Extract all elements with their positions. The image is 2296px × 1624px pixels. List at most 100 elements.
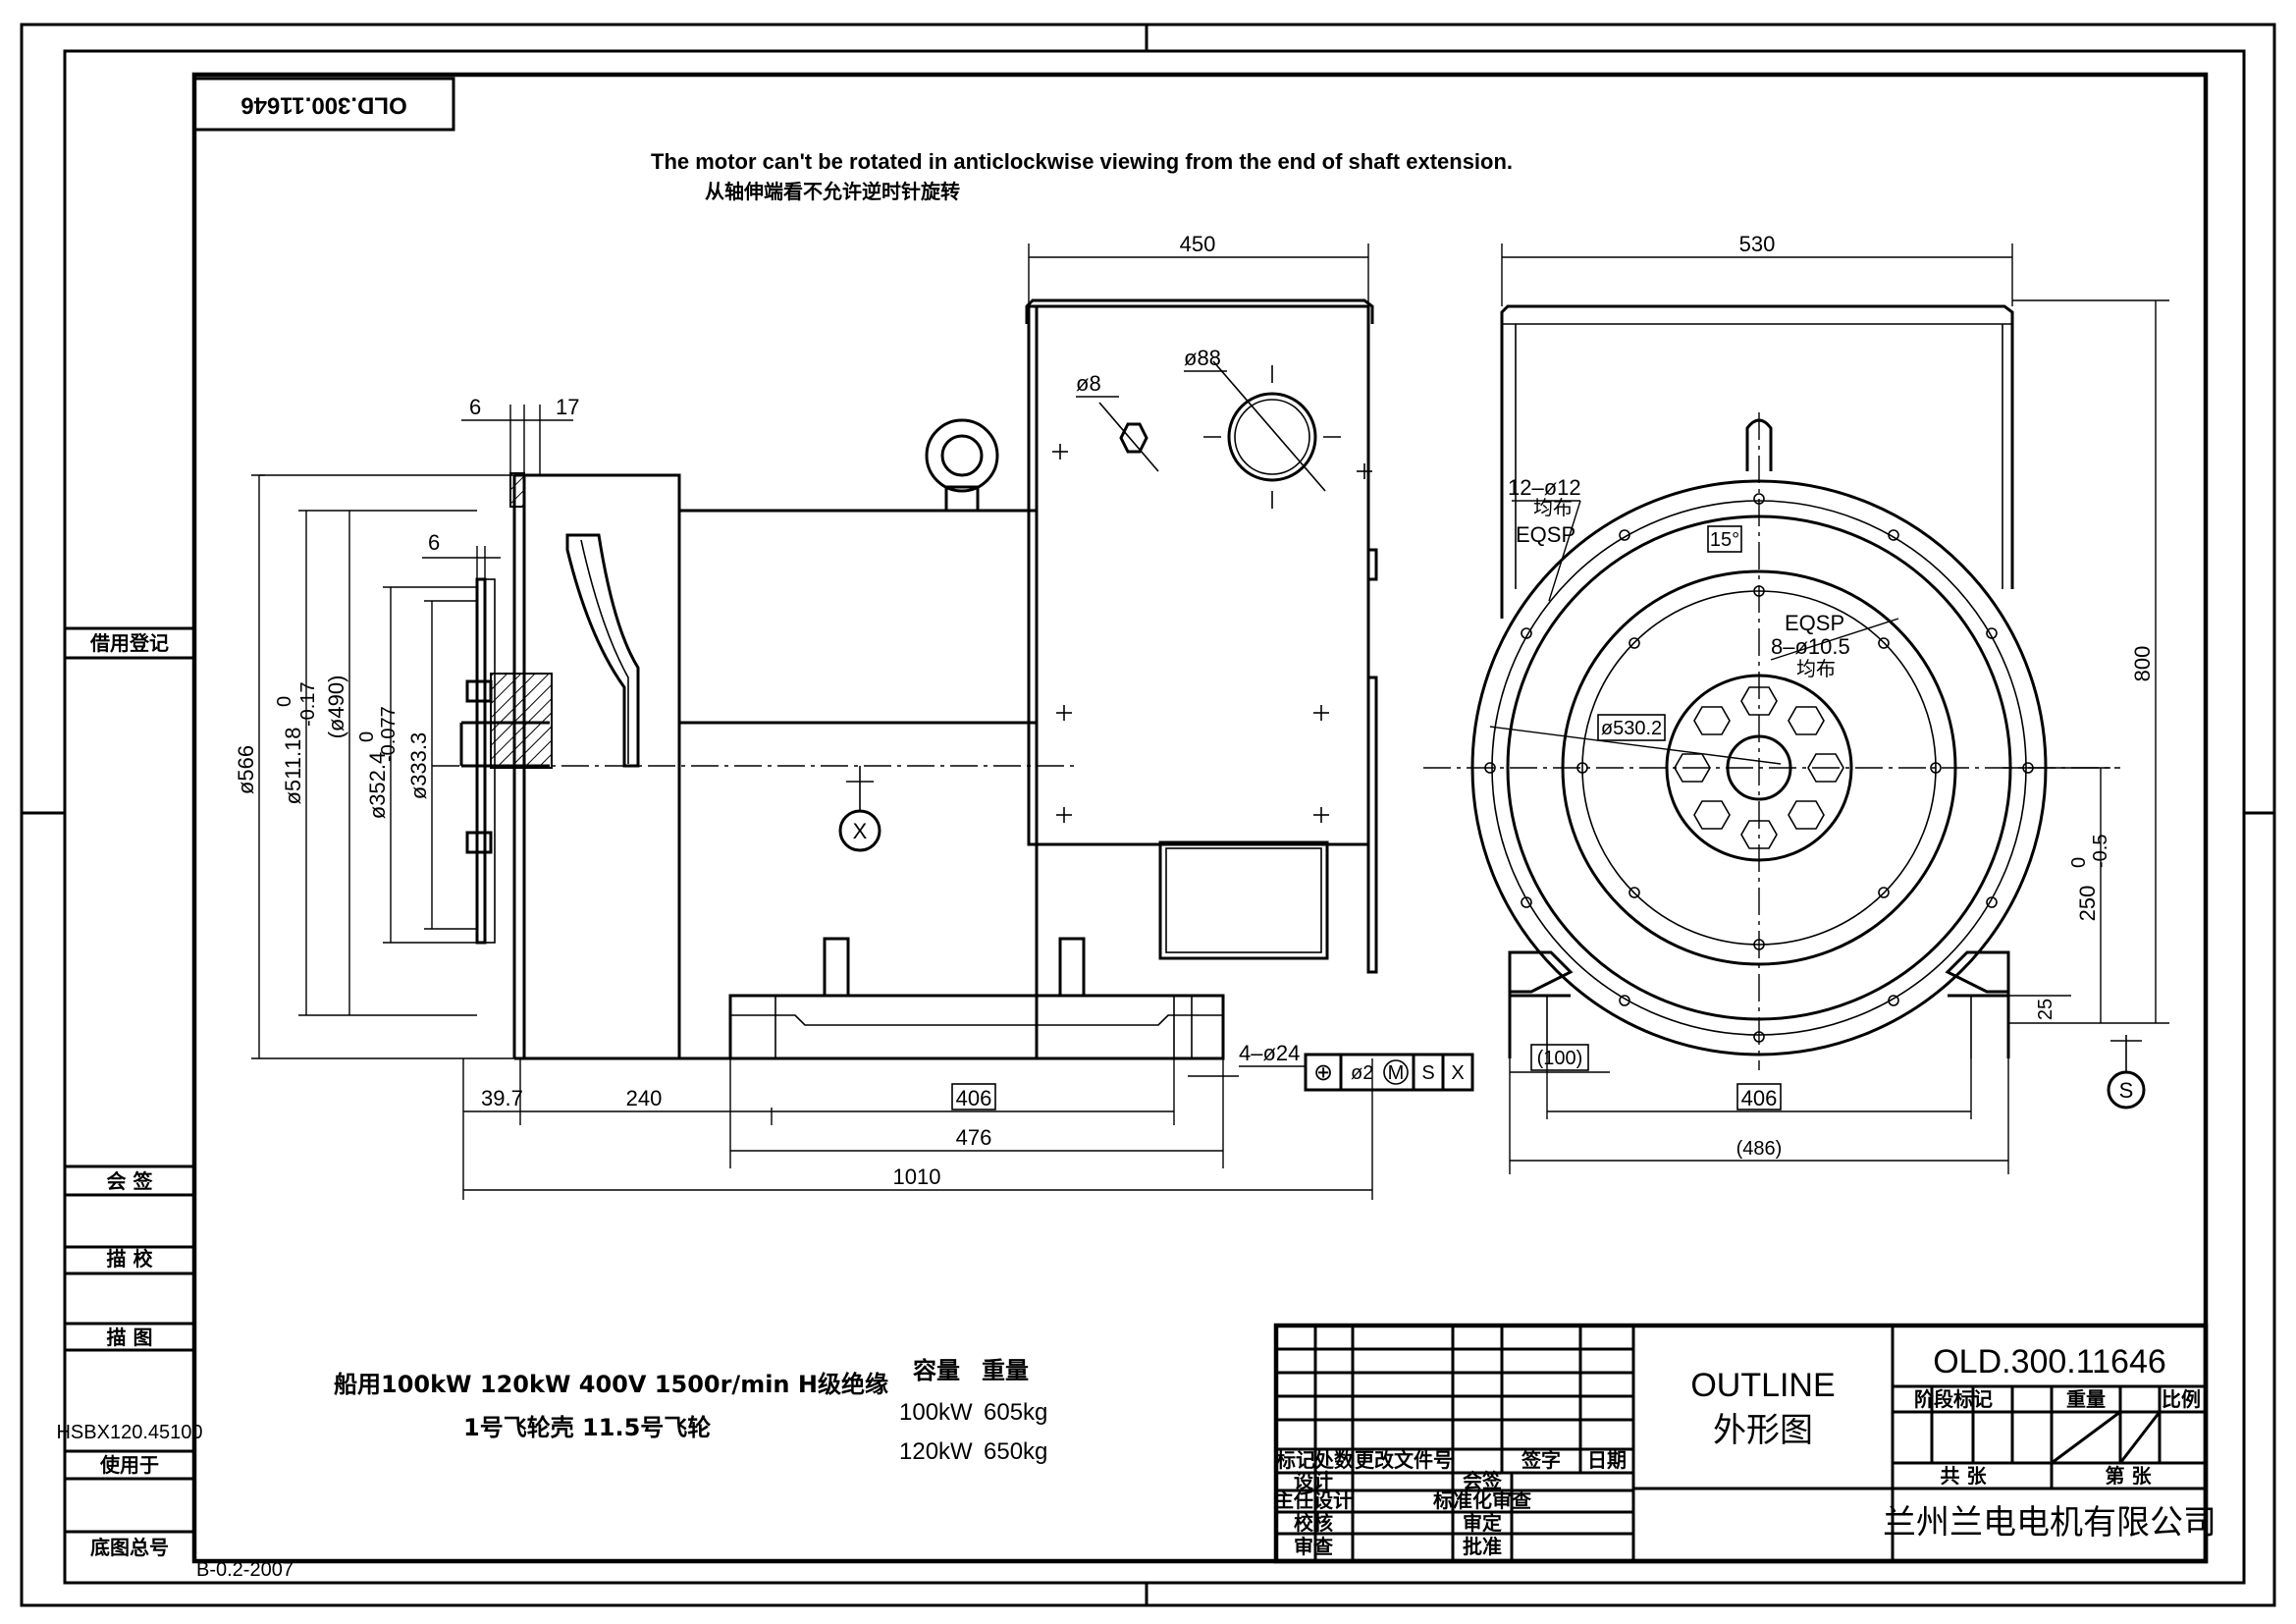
dim-450: 450 [1180,232,1216,256]
tol-phi2: ø2 [1351,1062,1373,1084]
rev-header-sign: 签字 [1521,1448,1561,1472]
label-miaojiao: 描 校 [107,1247,154,1271]
dim-352-tol-up: 0 [356,731,378,742]
dim-511: ø511.18 [281,727,305,804]
sign-row-countersign: 会签 [1463,1469,1503,1492]
title-block: 标记 处数 更改文件号 签字 日期 设计 主任设计 校核 审查 会签 标准化审查… [1273,1323,2216,1564]
title-cn: 外形图 [1713,1411,1813,1450]
base-foot [728,994,1225,1060]
dim-511-tol-dn: -0.17 [297,681,319,727]
dim-6-top: 6 [469,395,481,419]
dim-486: (486) [1736,1138,1783,1160]
rev-header-mark: 标记 [1276,1448,1315,1472]
dim-25: 25 [2035,999,2056,1020]
sheet-border [20,23,2276,1607]
dim-566: ø566 [234,745,258,794]
dim-352-tol-dn: -0.077 [378,706,400,762]
title-drawing-number: OLD.300.11646 [1933,1343,2166,1380]
standard-code: B-0.2-2007 [196,1559,294,1581]
dim-100: (100) [1537,1048,1583,1069]
weight-header-weight: 重量 [982,1357,1029,1384]
title-en: OUTLINE [1690,1367,1835,1404]
dim-phi8: ø8 [1076,371,1101,396]
datum-x-label: X [853,819,868,843]
dim-eqsp-1: EQSP [1516,522,1575,547]
dim-333: ø333.3 [406,732,431,800]
rotation-note-en: The motor can't be rotated in anticlockw… [651,149,1513,174]
label-jieyong: 借用登记 [89,631,169,655]
stage-header-weight: 重量 [2066,1387,2106,1411]
sheet-number: 第 张 [2106,1464,2153,1488]
label-ditu: 底图总号 [90,1536,169,1559]
sign-row-approve: 审定 [1463,1511,1502,1535]
dim-1010: 1010 [893,1164,941,1189]
rotation-note-cn: 从轴伸端看不允许逆时针旋转 [705,180,960,203]
side-view: X [432,298,1378,1060]
label-shiyongyu: 使用于 [99,1453,159,1477]
dim-12-phi12: 12–ø12 [1508,475,1581,500]
rev-header-count: 处数 [1313,1448,1355,1472]
dim-530: 530 [1739,232,1776,256]
label-miaotu: 描 图 [107,1326,153,1349]
sign-row-check: 校核 [1294,1511,1333,1535]
dim-39-7: 39.7 [481,1086,523,1110]
dim-240: 240 [626,1086,663,1110]
dim-8-note: 均布 [1796,657,1836,680]
dim-eqsp-2: EQSP [1785,611,1844,635]
weight-row-2-weight: 650kg [984,1438,1047,1465]
sheet-total: 共 张 [1941,1464,1988,1488]
dim-352: ø352.4 [365,752,390,820]
weight-header-capacity: 容量 [913,1357,960,1384]
end-view: S [1423,304,2146,1110]
stage-header-mark: 阶段标记 [1914,1387,1993,1411]
rotated-number-box: OLD.300.11646 [192,77,455,132]
label-huiqian: 会 签 [107,1169,154,1193]
sign-row-standard: 标准化审查 [1433,1489,1531,1512]
sign-row-design: 设计 [1294,1469,1333,1492]
left-strip: 借用登记 会 签 描 校 描 图 HSBX120.45100 使用于 底图总号 … [56,626,294,1581]
datum-s-symbol: S [2107,1035,2146,1110]
model-code: HSBX120.45100 [56,1422,202,1443]
dim-12-note: 均布 [1533,496,1573,519]
dim-phi88: ø88 [1184,346,1221,370]
end-view-dimensions: 530 800 12–ø12 均布 EQSP 15° EQSP 8–ø10.5 … [1489,232,2169,1174]
side-view-dimensions: 450 ø8 ø88 6 17 6 ø566 ø511.18 0 -0.17 (… [234,232,1474,1200]
tol-position-symbol: ⊕ [1313,1058,1333,1086]
sign-row-chief: 主任设计 [1274,1489,1353,1512]
datum-x-symbol: X [838,766,881,852]
stage-header-scale: 比例 [2162,1387,2201,1411]
dim-800: 800 [2130,646,2155,682]
spec-line-2: 1号飞轮壳 11.5号飞轮 [463,1414,711,1441]
tol-datum-s: S [1421,1062,1434,1084]
weight-table: 容量 重量 100kW 605kg 120kW 650kg [899,1357,1047,1465]
dim-15deg: 15° [1710,529,1739,551]
spec-line-1: 船用100kW 120kW 400V 1500r/min H级绝缘 [334,1371,888,1398]
tol-datum-x: X [1451,1062,1464,1084]
dim-406-end: 406 [1741,1086,1778,1110]
sign-row-review: 审查 [1294,1535,1333,1558]
tolerance-frame: ⊕ ø2 M S X [1304,1053,1474,1092]
weight-row-2-capacity: 120kW [899,1438,973,1465]
dim-6-mid: 6 [428,530,440,555]
datum-s-label: S [2119,1078,2134,1103]
tol-mmc: M [1388,1062,1405,1084]
dim-17: 17 [556,395,579,419]
dim-250: 250 [2075,886,2100,922]
rev-header-file: 更改文件号 [1355,1448,1453,1472]
nameplate [1158,840,1329,960]
company-name: 兰州兰电电机有限公司 [1883,1503,2216,1543]
dim-406-side: 406 [956,1086,992,1110]
weight-row-1-capacity: 100kW [899,1399,973,1426]
dim-511-tol-up: 0 [274,696,295,707]
dim-250-tol-dn: -0.5 [2090,835,2111,868]
lifting-eye-side [925,418,999,513]
dim-490: (ø490) [324,676,348,739]
weight-row-1-weight: 605kg [984,1399,1047,1426]
dim-250-tol-up: 0 [2068,857,2090,868]
dim-4-phi24: 4–ø24 [1239,1041,1300,1065]
dim-476: 476 [956,1125,992,1150]
stator-frame [677,509,1039,1060]
sign-row-ratify: 批准 [1463,1535,1502,1558]
rotated-drawing-number: OLD.300.11646 [240,92,406,119]
